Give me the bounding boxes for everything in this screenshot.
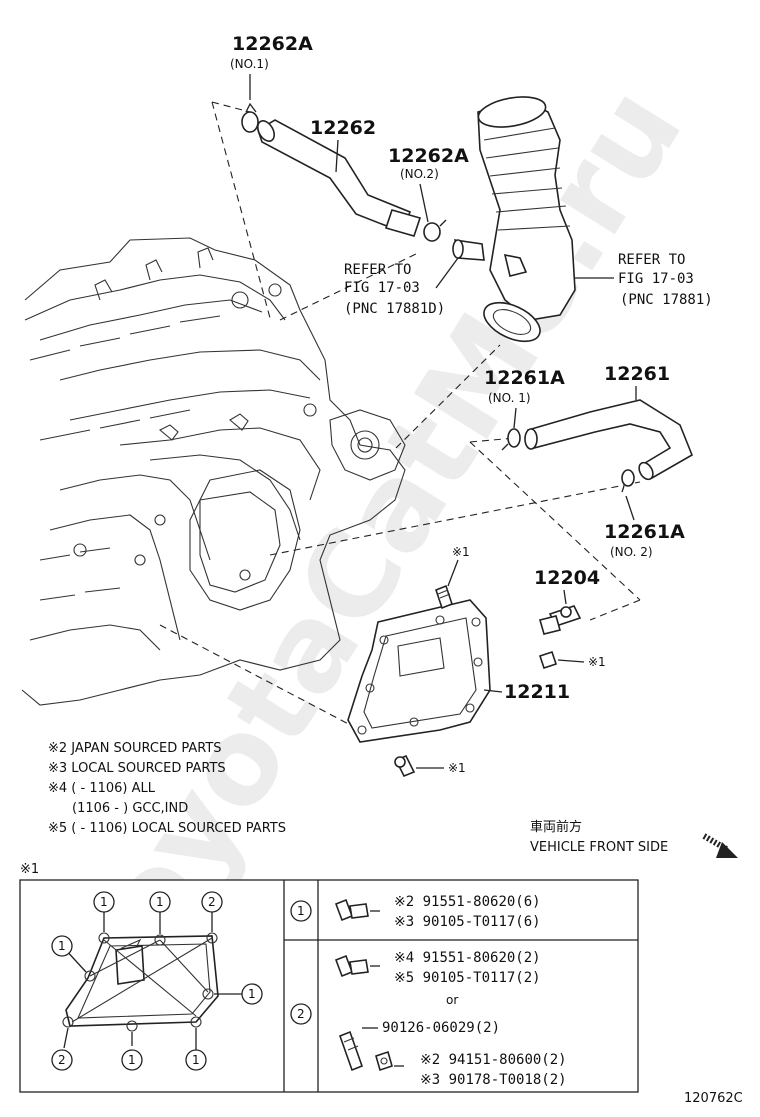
row2-line4: 90126-06029(2) (382, 1020, 500, 1036)
row1-key: 1 (297, 904, 305, 918)
stud-bolt (435, 584, 453, 610)
marker-bolt-3 (201, 891, 223, 913)
row2-key: 2 (297, 1007, 305, 1021)
detail-title: ※1 (20, 862, 39, 877)
hose-12262 (257, 119, 422, 237)
row1-key-circle (290, 900, 312, 922)
callout-12204: 12204 (534, 567, 600, 589)
note-3: ※4 ( - 1106) ALL (48, 781, 156, 796)
row2-nut-icon (375, 1050, 393, 1072)
direction-japanese: 車両前方 (530, 819, 582, 835)
assembly-leader-lines (159, 101, 641, 731)
clamp-12261a-no2 (621, 469, 635, 493)
direction-english: VEHICLE FRONT SIDE (530, 840, 668, 855)
row1-line2: ※3 90105-T0117(6) (394, 914, 541, 930)
row2-bolt-icon (334, 954, 369, 978)
refer-a-line3: (PNC 17881D) (344, 301, 445, 317)
refer-b-line1: REFER TO (618, 252, 685, 268)
pcv-valve-12204 (539, 605, 582, 635)
stud-ref-mark: ※1 (452, 545, 470, 559)
svg-text:2: 2 (58, 1053, 66, 1067)
row1-line1: ※2 91551-80620(6) (394, 894, 541, 910)
callout-12261a-no1-sub: (NO. 1) (488, 391, 531, 405)
hose-12261 (524, 399, 694, 481)
notes: ※2 JAPAN SOURCED PARTS ※3 LOCAL SOURCED … (48, 741, 286, 836)
air-intake-hose (477, 96, 576, 343)
callout-12261: 12261 (604, 363, 670, 385)
nut (538, 650, 558, 670)
engine-block (21, 237, 406, 706)
ventilation-case-12211 (347, 599, 491, 743)
marker-bolt-2 (149, 891, 171, 913)
front-direction-arrow-icon (702, 833, 738, 858)
svg-text:1: 1 (100, 895, 108, 909)
svg-text:1: 1 (128, 1053, 136, 1067)
callout-12262a-no1: 12262A (232, 33, 313, 55)
nut-ref-mark: ※1 (588, 655, 606, 669)
row2-line1: ※4 91551-80620(2) (394, 950, 541, 966)
callout-12261a-no2: 12261A (604, 521, 685, 543)
callout-12261a-no2-sub: (NO. 2) (610, 545, 653, 559)
flange-bolt (394, 754, 416, 778)
marker-bolt-4 (51, 935, 73, 957)
callout-12261a-no1: 12261A (484, 367, 565, 389)
note-1: ※2 JAPAN SOURCED PARTS (48, 741, 222, 756)
row2-line5: ※2 94151-80600(2) (420, 1052, 567, 1068)
row2-or: or (446, 993, 458, 1007)
refer-a-line2: FIG 17-03 (344, 280, 420, 296)
callout-12262a-no2: 12262A (388, 145, 469, 167)
marker-bolt-6 (51, 1049, 73, 1071)
row2-key-circle (290, 1003, 312, 1025)
pcv-connector (452, 239, 485, 261)
marker-bolt-8 (185, 1049, 207, 1071)
clamp-12262a-no2 (423, 219, 447, 242)
marker-bolt-7 (121, 1049, 143, 1071)
note-5: ※5 ( - 1106) LOCAL SOURCED PARTS (48, 821, 286, 836)
callout-12262a-no2-sub: (NO.2) (400, 167, 439, 181)
refer-b-line3: (PNC 17881) (620, 292, 713, 308)
svg-text:1: 1 (248, 987, 256, 1001)
svg-text:1: 1 (192, 1053, 200, 1067)
row2-line2: ※5 90105-T0117(2) (394, 970, 541, 986)
row2-line6: ※3 90178-T0018(2) (420, 1072, 567, 1088)
callout-12262a-no1-sub: (NO.1) (230, 57, 269, 71)
svg-text:1: 1 (156, 895, 164, 909)
clamp-12262a-no1 (241, 102, 259, 133)
clamp-12261a-no1 (501, 428, 521, 451)
note-2: ※3 LOCAL SOURCED PARTS (48, 761, 226, 776)
svg-text:2: 2 (208, 895, 216, 909)
refer-b-line2: FIG 17-03 (618, 271, 694, 287)
refer-a-line1: REFER TO (344, 262, 411, 278)
detail-case-sketch (62, 912, 244, 1050)
row2-stud-icon (338, 1030, 364, 1072)
svg-text:1: 1 (58, 939, 66, 953)
figure-code: 120762C (684, 1091, 743, 1106)
marker-bolt-1 (93, 891, 115, 913)
note-4: (1106 - ) GCC,IND (72, 801, 188, 816)
callout-12262: 12262 (310, 117, 376, 139)
detail-markers: 1 1 2 1 1 2 1 1 (51, 891, 263, 1071)
callout-12211: 12211 (504, 681, 570, 703)
marker-bolt-5 (241, 983, 263, 1005)
row1-bolt-icon (334, 898, 369, 922)
bolt-ref-mark: ※1 (448, 761, 466, 775)
